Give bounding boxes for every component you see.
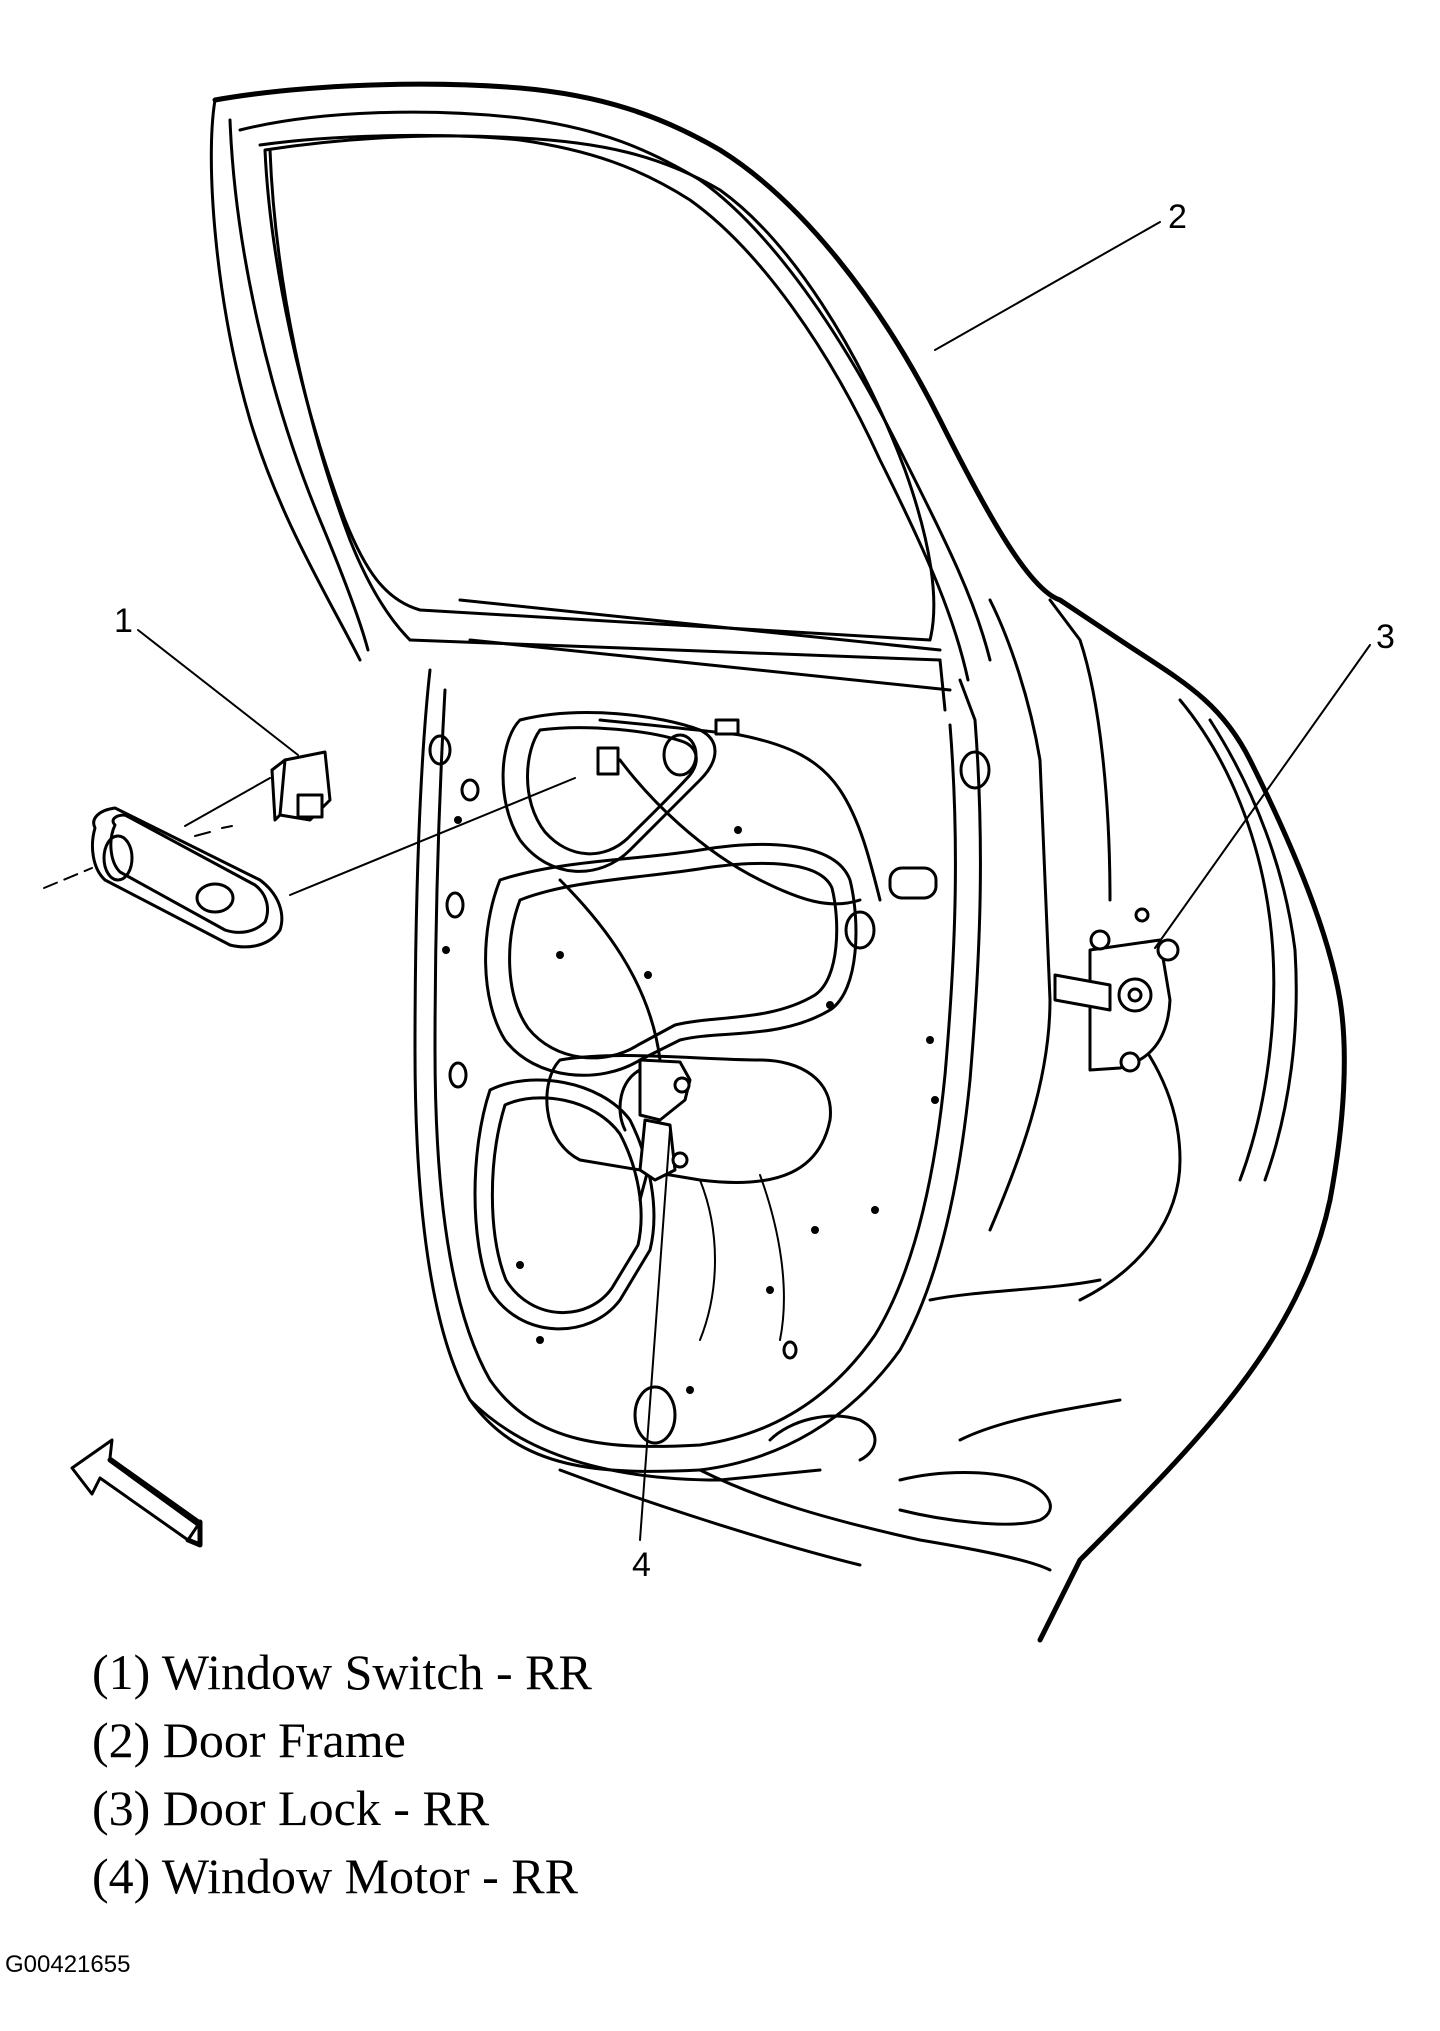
panel-holes xyxy=(428,733,991,1445)
window-switch-assembly xyxy=(43,750,332,949)
panel-cutouts xyxy=(473,711,858,1341)
parts-legend: (1) Window Switch - RR (2) Door Frame (3… xyxy=(92,1638,592,1910)
door-frame xyxy=(209,81,1347,1643)
direction-arrow xyxy=(70,1438,203,1548)
figure-id: G00421655 xyxy=(5,1951,131,1978)
rear-pillar xyxy=(768,598,1298,1526)
window-opening xyxy=(263,134,936,642)
leader-lines xyxy=(137,221,1371,1541)
legend-item-door-frame: (2) Door Frame xyxy=(92,1712,406,1768)
callout-3: 3 xyxy=(1376,618,1395,656)
inner-door-panel xyxy=(413,668,1052,1572)
legend-item-door-lock: (3) Door Lock - RR xyxy=(92,1780,490,1836)
legend-item-window-switch: (1) Window Switch - RR xyxy=(92,1644,592,1700)
callout-2: 2 xyxy=(1168,198,1187,236)
wiring-harness xyxy=(558,718,882,1202)
callout-1: 1 xyxy=(114,602,133,640)
door-lock-assembly xyxy=(1053,907,1180,1073)
legend-item-window-motor: (4) Window Motor - RR xyxy=(92,1848,578,1904)
callout-4: 4 xyxy=(632,1546,651,1584)
window-motor-assembly xyxy=(618,1058,692,1182)
